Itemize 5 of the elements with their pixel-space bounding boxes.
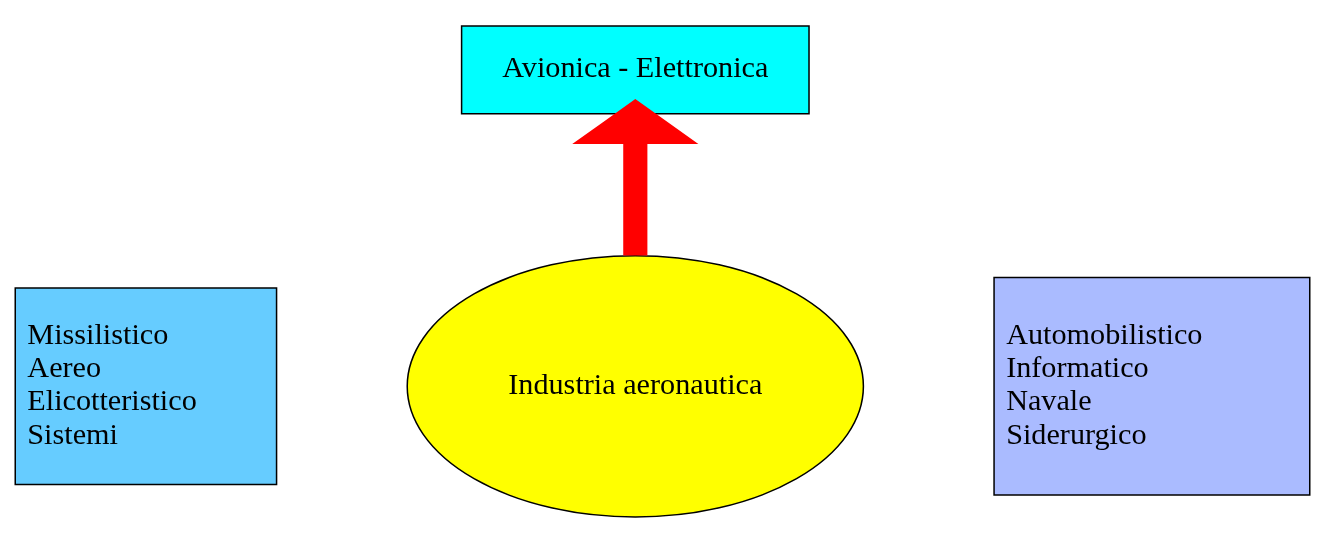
node-ellipse: Industria aeronautica xyxy=(406,254,865,518)
node-box: Automobilistico Informatico Navale Siderurgico xyxy=(993,276,1311,496)
arrow xyxy=(572,98,699,255)
node-box: Avionica - Elettronica xyxy=(460,24,810,114)
node-box: Missilistico Aereo Elicotteristico Sistemi xyxy=(14,286,278,485)
